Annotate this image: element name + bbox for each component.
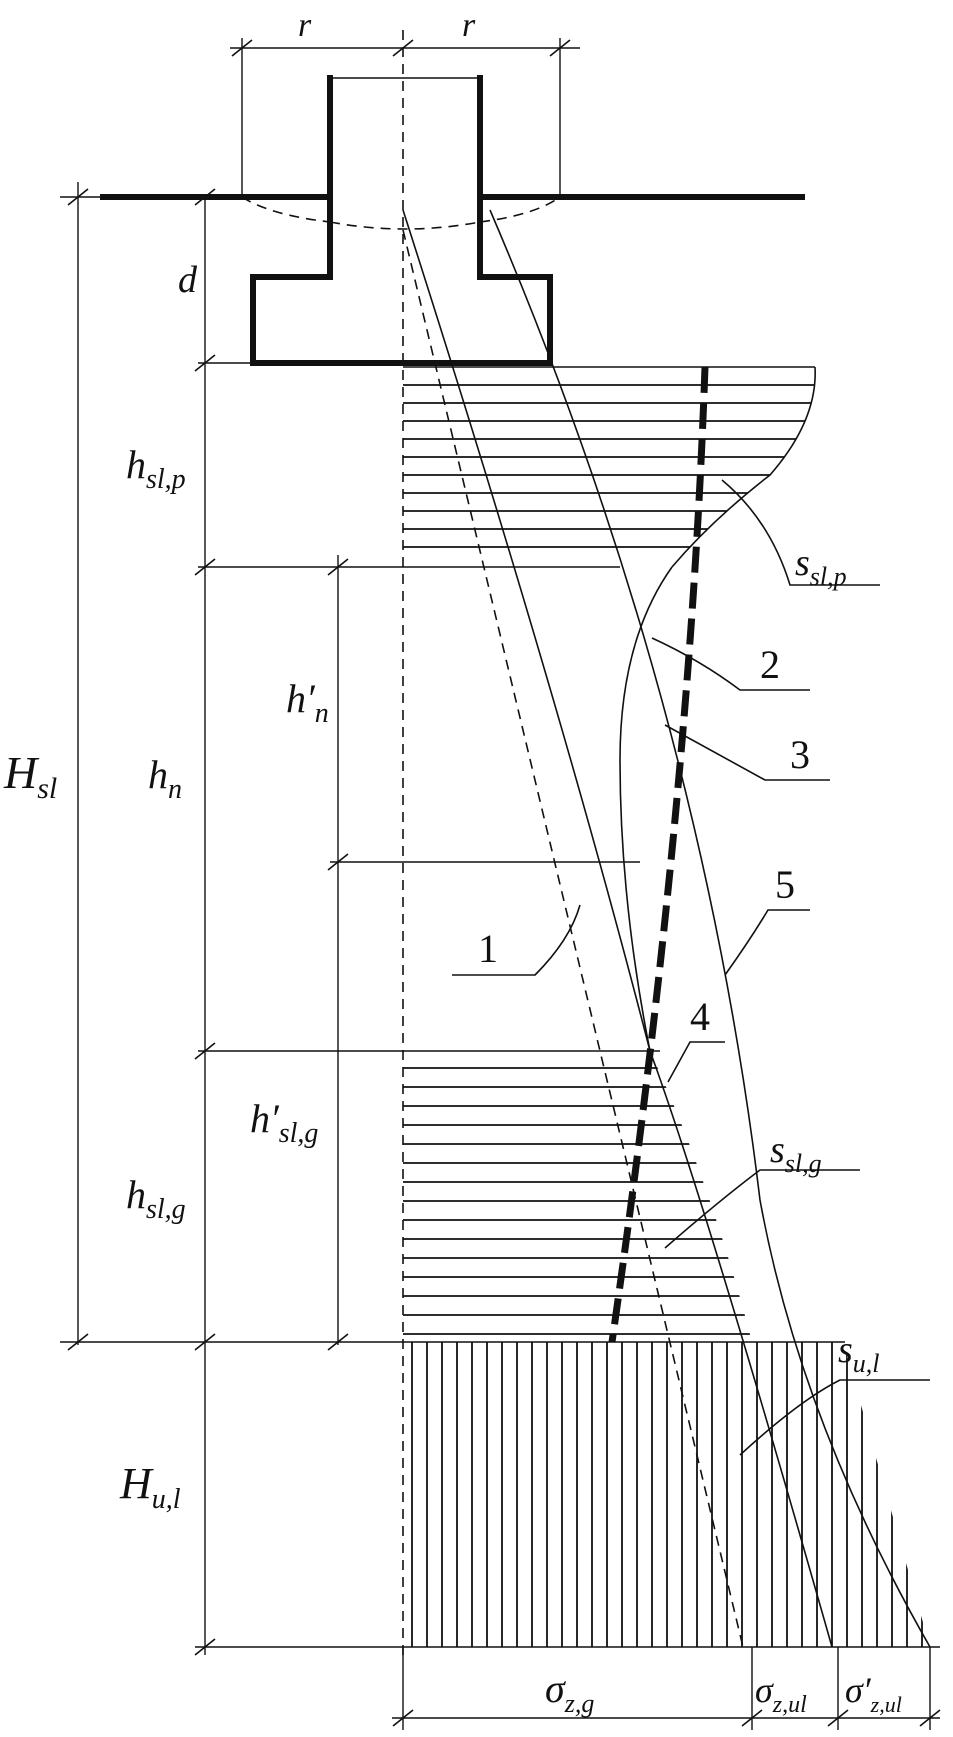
h-sl-g-label: hsl,g <box>126 1172 186 1225</box>
lower-subsidence-zone <box>403 1067 752 1335</box>
ground-bowl-curve <box>241 196 561 223</box>
curve-label-4: 4 <box>690 994 710 1039</box>
curve-2 <box>402 209 833 1648</box>
h-n-label: hn <box>148 752 182 805</box>
d-label: d <box>178 259 198 301</box>
foundation <box>100 75 805 366</box>
H-u-l-label: Hu,l <box>119 1459 181 1515</box>
curve-label-2: 2 <box>760 642 780 687</box>
s-sl-p-label: ssl,p <box>795 542 847 591</box>
r-dimension: r r <box>230 7 580 197</box>
curve-5 <box>489 209 931 1648</box>
curve-label-1: 1 <box>478 926 498 971</box>
r-label-right: r <box>462 7 476 44</box>
bold-dashed-curve <box>608 366 709 1343</box>
stress-dimensions: σz,g σz,ul σ′z,ul <box>392 1647 941 1730</box>
ground-bowl-center <box>329 221 481 230</box>
s-u-l-label: su,l <box>838 1329 880 1378</box>
sigma-zul-label: σz,ul <box>755 1670 807 1718</box>
curve-label-3: 3 <box>790 732 810 777</box>
foundation-outline <box>250 75 553 366</box>
underlying-layer-zone <box>411 1342 923 1647</box>
curve-3 <box>619 566 673 1052</box>
curve-1-sigma-zg <box>402 229 744 1648</box>
sigma-prime-zul-label: σ′z,ul <box>845 1670 902 1717</box>
r-label-left: r <box>298 7 312 44</box>
depth-dimensions: d Hsl hsl,p hn h′n h′sl,g hsl,g Hu,l <box>3 182 940 1656</box>
H-sl-label: Hsl <box>3 747 57 805</box>
sigma-zg-label: σz,g <box>545 1666 594 1718</box>
curve-label-5: 5 <box>775 862 795 907</box>
upper-subsidence-zone <box>403 384 816 548</box>
upper-zone-boundary <box>671 366 816 568</box>
h-prime-sl-g-label: h′sl,g <box>250 1096 318 1149</box>
h-sl-p-label: hsl,p <box>126 442 186 495</box>
h-prime-n-label: h′n <box>286 676 329 729</box>
s-sl-g-label: ssl,g <box>770 1129 822 1178</box>
annotations: ssl,p 2 3 1 5 4 ssl,g su,l <box>452 479 930 1456</box>
